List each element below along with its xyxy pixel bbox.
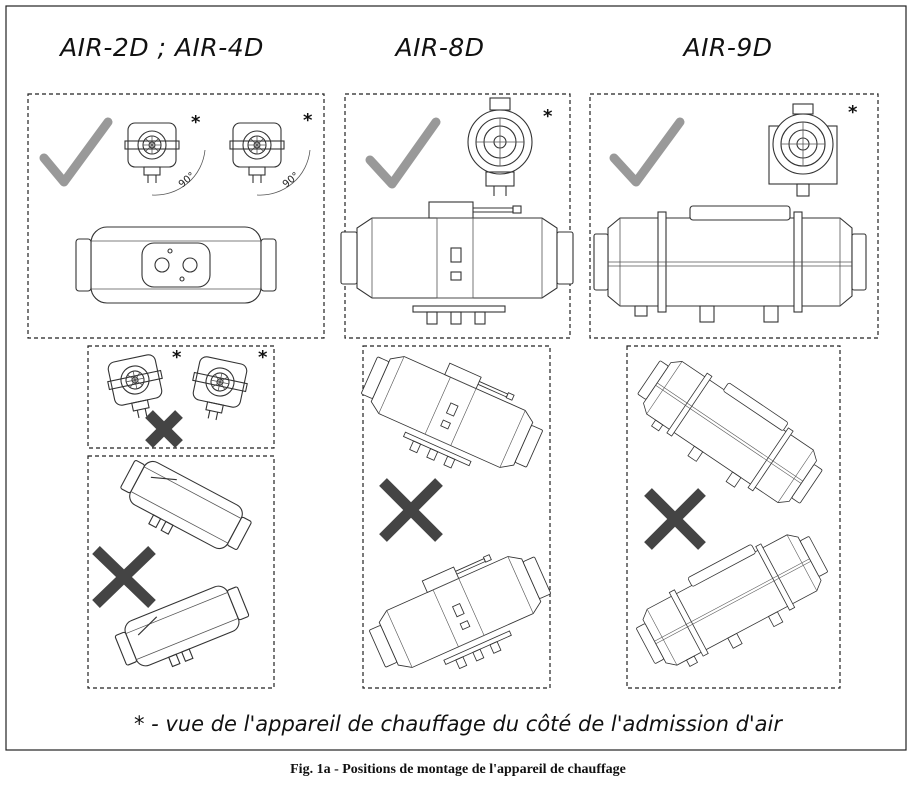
checkmark-icon: [39, 117, 113, 187]
cross-icon: [644, 488, 706, 550]
heater-end-view-rotated: [185, 354, 252, 426]
heater-side-view-tilted: [347, 334, 553, 497]
cross-icon: [145, 410, 183, 448]
asterisk-marker: *: [848, 102, 858, 123]
panel-allowed-air-2d-4d: 90° 90° * *: [27, 93, 325, 339]
heater-side-view-horizontal: [593, 205, 867, 323]
heater-end-view-tilted: [229, 122, 285, 184]
heater-side-view-horizontal: [340, 201, 574, 325]
panel-forbidden-side-views: [87, 452, 275, 689]
tilt-angle-arc: [151, 149, 206, 196]
checkmark-icon: [365, 117, 441, 189]
column-header-air-2d-4d: AIR-2D ; AIR-4D: [58, 33, 264, 62]
panel-forbidden-air-9d: [624, 343, 841, 689]
heater-end-view-upright: [124, 122, 180, 184]
heater-side-view-horizontal: [75, 226, 277, 304]
asterisk-marker: *: [172, 347, 182, 368]
asterisk-note: * - vue de l'appareil de chauffage du cô…: [134, 712, 783, 736]
cross-icon: [92, 546, 156, 608]
panel-forbidden-air-8d: [347, 334, 565, 697]
heater-end-view: [768, 103, 838, 197]
tilt-angle-arc: [256, 149, 311, 196]
panel-forbidden-end-views: * *: [87, 345, 275, 449]
column-header-air-9d: AIR-9D: [681, 33, 772, 62]
column-header-air-8d: AIR-8D: [393, 33, 484, 62]
heater-end-view-rotated: [103, 352, 170, 424]
angle-label: 90°: [281, 170, 302, 190]
heater-side-view-tilted: [359, 534, 565, 697]
panel-allowed-air-9d: *: [589, 93, 879, 339]
heater-side-view-tilted: [111, 578, 257, 683]
checkmark-icon: [609, 117, 685, 187]
heater-end-view: [467, 97, 533, 197]
asterisk-marker: *: [303, 110, 313, 131]
heater-side-view-tilted: [111, 452, 257, 567]
asterisk-marker: *: [543, 106, 553, 127]
figure-border: [5, 5, 907, 751]
asterisk-marker: *: [191, 112, 201, 133]
figure-caption: Fig. 1a - Positions de montage de l'appa…: [290, 762, 626, 777]
cross-icon: [379, 478, 443, 542]
asterisk-marker: *: [258, 347, 268, 368]
panel-allowed-air-8d: *: [340, 93, 574, 339]
angle-label: 90°: [177, 170, 198, 190]
